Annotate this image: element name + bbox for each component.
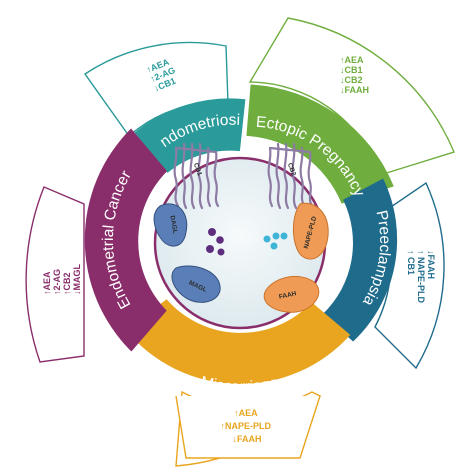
ring-segment-ectopic-pregnancy bbox=[246, 84, 394, 204]
svg-text:CB1: CB1 bbox=[192, 162, 203, 177]
miscarriage-markers: ↑AEA ↑NAPE-PLD ↓FAAH bbox=[220, 408, 273, 444]
svg-text:DAGL: DAGL bbox=[168, 215, 178, 234]
svg-text:FAAH: FAAH bbox=[278, 290, 297, 301]
miscarriage-label: Miscarriage bbox=[199, 374, 280, 396]
ring-segment-miscarriage bbox=[126, 299, 351, 385]
faah-enzyme-icon: FAAH bbox=[263, 275, 320, 313]
cb2-receptor-icon: CB2 bbox=[267, 142, 314, 210]
endometriosis-markers: ↑AEA ↑2-AG ↓CB1 bbox=[145, 55, 183, 94]
endometriosis-marker-box: ↑AEA ↑2-AG ↓CB1 bbox=[84, 41, 229, 138]
magl-enzyme-icon: MAGL bbox=[171, 265, 221, 303]
ring-segment-endometriosis bbox=[134, 98, 246, 173]
ring-segment-preeclampsia bbox=[322, 178, 398, 342]
ectopic-pregnancy-markers: ↑AEA ↓CB1 ↓CB2 ↓FAAH bbox=[340, 55, 369, 95]
purple-ligand-molecules-icon bbox=[206, 228, 225, 256]
svg-text:CB2: CB2 bbox=[286, 162, 297, 177]
ring-segment-endometrial-cancer bbox=[84, 128, 168, 352]
cyan-ligand-molecules-icon bbox=[263, 232, 288, 250]
nape-pld-enzyme-icon: NAPE-PLD bbox=[293, 202, 329, 260]
cb1-receptor-icon: CB1 bbox=[173, 142, 220, 210]
dagl-enzyme-icon: DAGL bbox=[153, 203, 188, 247]
preeclampsia-markers: ↑ CB1 ↑ NAPE-PLD ↓FAAH bbox=[406, 250, 436, 306]
endometrial-cancer-marker-box: ↑AEA ↑2-AG ↑CB2 ↓MAGL bbox=[25, 186, 85, 363]
miscarriage-marker-box: ↑AEA ↑NAPE-PLD ↓FAAH bbox=[175, 390, 322, 467]
endometrial-cancer-markers: ↑AEA ↑2-AG ↑CB2 ↓MAGL bbox=[42, 264, 82, 295]
